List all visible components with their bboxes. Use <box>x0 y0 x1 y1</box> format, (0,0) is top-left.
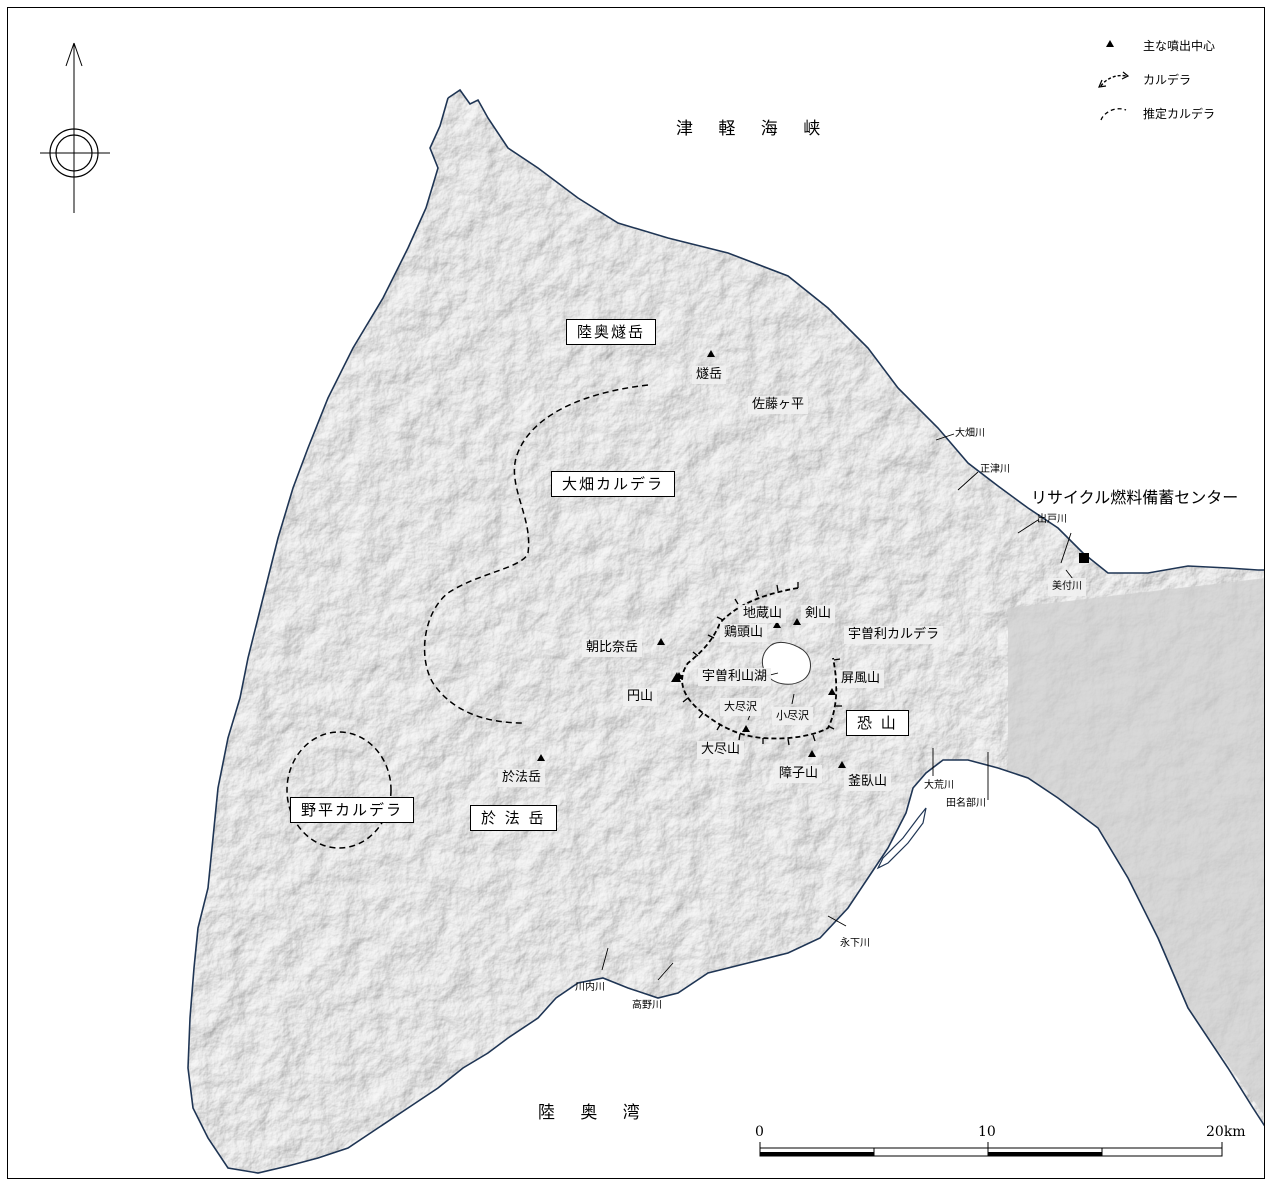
peak-kamafuseyama: 釜臥山 <box>844 773 892 791</box>
lake-usoriyama-label: 宇曽利山湖 <box>698 668 772 686</box>
peak-otsukushiyama: 大尽山 <box>697 741 745 759</box>
scale-label-mid: 10 <box>978 1124 996 1140</box>
caldera-arrow <box>671 672 681 682</box>
usori-caldera-label: 宇曽利カルデラ <box>844 626 944 644</box>
peak-tsurugiyama: 剣山 <box>801 605 836 623</box>
river-eige: 永下川 <box>840 938 870 949</box>
osorezan-title: 恐 山 <box>846 710 909 736</box>
peak-jizosan: 地蔵山 <box>739 605 787 623</box>
ohata-caldera-title: 大畑カルデラ <box>551 471 676 497</box>
otsukushizawa-label: 大尽沢 <box>720 698 761 716</box>
river-kawauchi: 川内川 <box>575 982 605 993</box>
ohata-caldera-outline <box>423 384 649 724</box>
river-takano: 高野川 <box>632 1000 662 1011</box>
nohei-caldera-title: 野平カルデラ <box>290 797 415 823</box>
ashizaki-lagoon <box>876 807 927 870</box>
mutsu-hiuchidake-title: 陸奥燧岳 <box>566 319 657 345</box>
map-frame: 津 軽 海 峡 陸 奥 湾 主な噴出中心 カルデラ 推定カルデラ 陸奥燧岳 大畑… <box>7 7 1265 1179</box>
tsugaru-strait-label: 津 軽 海 峡 <box>676 119 831 139</box>
peak-keitozan: 鶏頭山 <box>720 624 768 642</box>
legend-vent-label: 主な噴出中心 <box>1143 39 1216 53</box>
facility-marker <box>1079 553 1089 563</box>
coastline <box>187 88 1264 1174</box>
mutsu-bay-label: 陸 奥 湾 <box>538 1103 650 1123</box>
peak-asahinadake: 朝比奈岳 <box>582 639 643 657</box>
oppodake-title: 於 法 岳 <box>470 805 557 831</box>
nohei-caldera-outline <box>286 731 392 849</box>
legend-symbols <box>1098 40 1130 121</box>
peak-hiuchidake: 燧岳 <box>692 366 727 384</box>
vent-markers <box>537 350 846 768</box>
legend-caldera-label: カルデラ <box>1143 73 1192 87</box>
peak-shojiyama: 障子山 <box>775 765 823 783</box>
peak-satogatai: 佐藤ヶ平 <box>748 396 809 414</box>
leader-lines <box>601 433 1077 981</box>
river-oara: 大荒川 <box>924 780 954 791</box>
legend-inferred-caldera-label: 推定カルデラ <box>1143 107 1216 121</box>
kotsukushizawa-label: 小尽沢 <box>772 707 813 725</box>
scale-label-start: 0 <box>755 1124 764 1140</box>
peak-byobuzan: 屏風山 <box>837 670 885 688</box>
scale-label-end: 20km <box>1206 1124 1246 1140</box>
recycle-fuel-storage-center-label: リサイクル燃料備蓄センター <box>1031 488 1239 507</box>
usori-caldera-outline <box>681 587 838 740</box>
river-shozu: 正津川 <box>980 464 1010 475</box>
scale-bar <box>759 1142 1223 1157</box>
peak-oppodake: 於法岳 <box>498 769 546 787</box>
peak-maruyama: 円山 <box>623 688 658 706</box>
north-arrow <box>40 42 110 213</box>
river-mitsuke: 美付川 <box>1048 578 1086 596</box>
river-ohata: 大畑川 <box>955 428 985 439</box>
river-dedo: 出戸川 <box>1037 514 1067 525</box>
eastern-plain <box>1008 578 1264 1118</box>
river-tanabe: 田名部川 <box>946 798 986 809</box>
